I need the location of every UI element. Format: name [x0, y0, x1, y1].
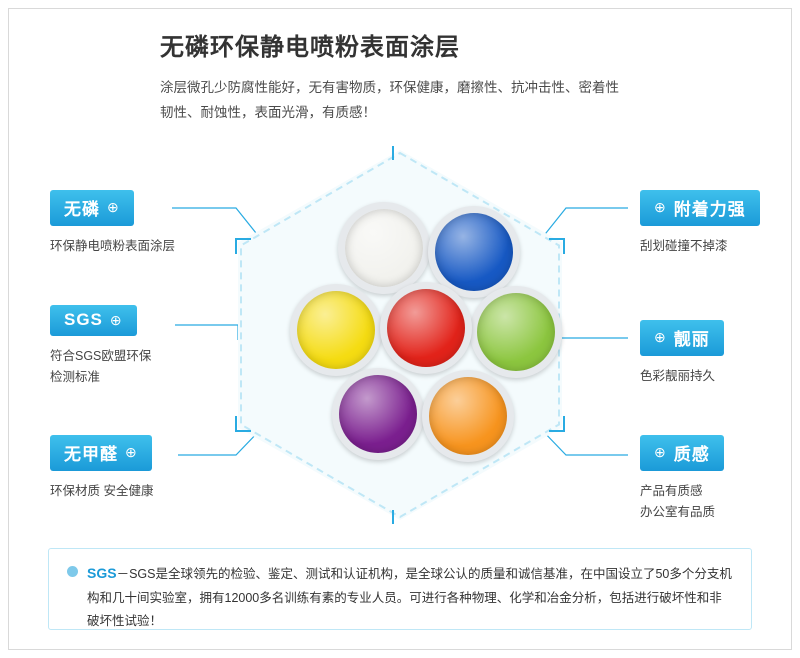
feature-label: 无磷 [64, 200, 100, 219]
feature-label: 无甲醛 [64, 445, 118, 464]
page-subtitle: 涂层微孔少防腐性能好，无有害物质，环保健康，磨擦性、抗冲击性、密着性韧性、耐蚀性… [160, 79, 619, 121]
powder-photo [280, 202, 562, 467]
feature-description: 环保材质 安全健康 [50, 484, 154, 498]
page-border [8, 8, 792, 650]
feature-label: 附着力强 [673, 200, 746, 219]
feature-description: 符合SGS欧盟环保 检测标准 [50, 349, 152, 384]
hex-corner-top-right [549, 238, 565, 254]
feature-item-strong-adhesion[interactable]: ⊕ 附着力强 刮划碰撞不掉漆 [640, 190, 800, 257]
feature-pill[interactable]: ⊕ 靓丽 [640, 320, 724, 356]
orange-powder-tub [422, 370, 514, 462]
feature-pill[interactable]: ⊕ 质感 [640, 435, 724, 471]
feature-diagram: 无磷 ⊕ 环保静电喷粉表面涂层 SGS ⊕ 符合SGS欧盟环保 检测标准 无甲醛… [0, 140, 800, 540]
sgs-brand-label: SGS [87, 565, 117, 581]
hexagon-outline [240, 151, 560, 519]
plus-circle-icon: ⊕ [654, 199, 667, 215]
hex-corner-bottom-left [235, 416, 251, 432]
red-powder-tub [380, 282, 472, 374]
sgs-note-body: －SGS是全球领先的检验、鉴定、测试和认证机构，是全球公认的质量和诚信基准，在中… [87, 567, 732, 629]
feature-description: 刮划碰撞不掉漆 [640, 239, 728, 253]
bullet-icon [67, 566, 78, 577]
plus-circle-icon: ⊕ [125, 444, 138, 460]
plus-circle-icon: ⊕ [654, 329, 667, 345]
feature-item-texture[interactable]: ⊕ 质感 产品有质感 办公室有品质 [640, 435, 800, 522]
feature-description: 色彩靓丽持久 [640, 369, 716, 383]
page-title: 无磷环保静电喷粉表面涂层 [160, 34, 460, 61]
feature-pill[interactable]: ⊕ 附着力强 [640, 190, 760, 226]
header: 无磷环保静电喷粉表面涂层 涂层微孔少防腐性能好，无有害物质，环保健康，磨擦性、抗… [160, 34, 760, 126]
feature-description: 产品有质感 办公室有品质 [640, 484, 716, 519]
hex-corner-bottom [392, 510, 406, 524]
sgs-note-panel: SGS－SGS是全球领先的检验、鉴定、测试和认证机构，是全球公认的质量和诚信基准… [48, 548, 752, 630]
feature-item-no-phosphorus[interactable]: 无磷 ⊕ 环保静电喷粉表面涂层 [50, 190, 260, 257]
white-powder-tub [338, 202, 430, 294]
hex-corner-top [392, 146, 406, 160]
feature-label: SGS [64, 310, 103, 329]
hex-corner-top-left [235, 238, 251, 254]
hex-corner-bottom-right [549, 416, 565, 432]
feature-label: 质感 [673, 445, 710, 464]
plus-circle-icon: ⊕ [654, 444, 667, 460]
blue-powder-tub [428, 206, 520, 298]
feature-pill[interactable]: SGS ⊕ [50, 305, 137, 336]
hexagon-frame [235, 146, 565, 524]
feature-pill[interactable]: 无磷 ⊕ [50, 190, 134, 226]
feature-pill[interactable]: 无甲醛 ⊕ [50, 435, 152, 471]
feature-item-formaldehyde-free[interactable]: 无甲醛 ⊕ 环保材质 安全健康 [50, 435, 260, 502]
yellow-powder-tub [290, 284, 382, 376]
plus-circle-icon: ⊕ [107, 199, 120, 215]
feature-item-bright-color[interactable]: ⊕ 靓丽 色彩靓丽持久 [640, 320, 800, 387]
plus-circle-icon: ⊕ [109, 311, 123, 328]
feature-description: 环保静电喷粉表面涂层 [50, 239, 176, 253]
green-powder-tub [470, 286, 562, 378]
sgs-note-text: SGS－SGS是全球领先的检验、鉴定、测试和认证机构，是全球公认的质量和诚信基准… [87, 561, 733, 633]
purple-powder-tub [332, 368, 424, 460]
feature-item-sgs[interactable]: SGS ⊕ 符合SGS欧盟环保 检测标准 [50, 305, 260, 387]
feature-label: 靓丽 [673, 330, 710, 349]
